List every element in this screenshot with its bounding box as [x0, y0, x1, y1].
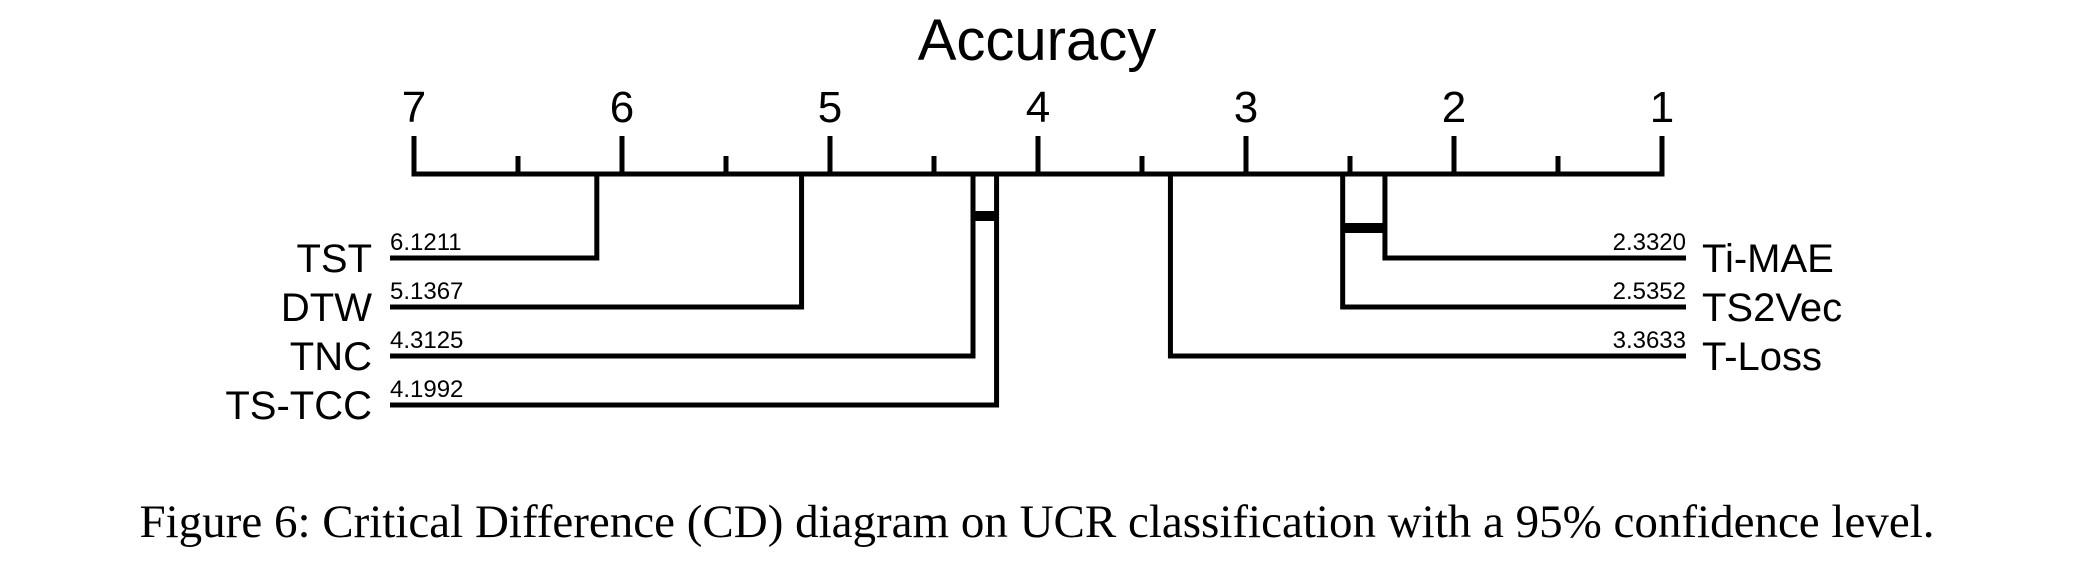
method-line-ts-tcc [390, 174, 1000, 408]
cd-diagram: Accuracy 7 6 5 4 3 2 1 6.1211 TST 5.1367 DTW 4.312… [225, 8, 1842, 428]
method-line-tst [390, 174, 600, 261]
method-line-ts2vec [1340, 174, 1686, 310]
rank-value: 4.3125 [390, 327, 463, 354]
method-line-t-loss [1167, 174, 1686, 359]
figure-caption: Figure 6: Critical Difference (CD) diagr… [139, 496, 1935, 548]
method-name: TST [296, 237, 372, 281]
method-name: TNC [290, 335, 372, 379]
tick-label: 6 [610, 83, 634, 132]
tick-label: 4 [1026, 83, 1050, 132]
rank-value: 6.1211 [390, 229, 462, 256]
tick-label: 7 [402, 83, 426, 132]
method-labels: 6.1211 TST 5.1367 DTW 4.3125 TNC 4.1992 TS-TCC 2… [225, 229, 1842, 428]
rank-value: 5.1367 [390, 278, 463, 305]
tick-label: 3 [1234, 83, 1258, 132]
tick-label: 2 [1442, 83, 1466, 132]
rank-value: 2.3320 [1613, 229, 1686, 256]
method-name: TS-TCC [225, 384, 372, 428]
rank-axis: 7 6 5 4 3 2 1 [402, 83, 1674, 177]
tick-label: 5 [818, 83, 842, 132]
method-line-dtw [390, 174, 805, 310]
method-line-ti-mae [1382, 174, 1686, 261]
method-name: DTW [281, 286, 372, 330]
chart-title: Accuracy [918, 8, 1157, 73]
clique-bars [971, 211, 1387, 233]
method-name: T-Loss [1702, 335, 1822, 379]
method-name: TS2Vec [1702, 286, 1842, 330]
method-name: Ti-MAE [1702, 237, 1834, 281]
tick-label: 1 [1650, 83, 1674, 132]
rank-value: 4.1992 [390, 376, 463, 403]
rank-value: 2.5352 [1613, 278, 1686, 305]
method-lines [390, 174, 1686, 408]
method-line-tnc [390, 174, 976, 359]
rank-value: 3.3633 [1613, 327, 1686, 354]
